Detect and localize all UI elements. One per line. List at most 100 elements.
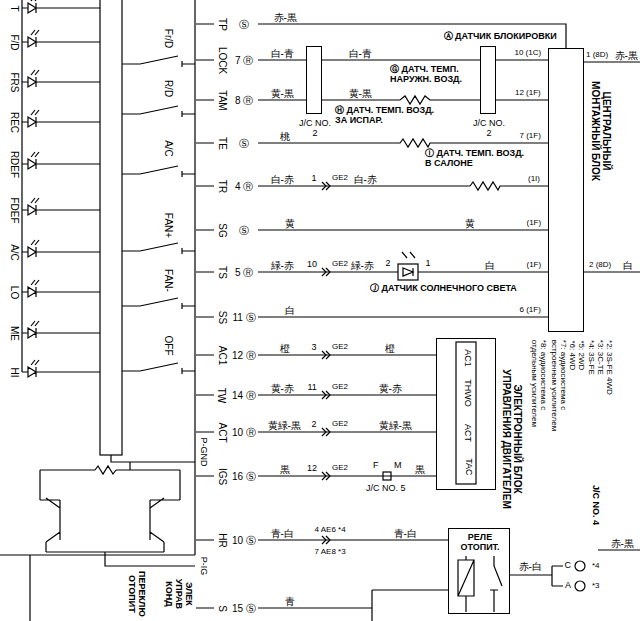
switch-label: FAN+ [163, 212, 174, 237]
wire [322, 59, 480, 60]
wire-color: 黄-黒 [349, 88, 372, 99]
pin-number: 12 Ⓡ [232, 350, 256, 361]
led-label: T [9, 5, 20, 11]
pin-stub [196, 24, 214, 608]
wire-color: 赤-黒 [611, 538, 634, 549]
sensor-label: Ⓖ ДАТЧ. ТЕМП. НАРУЖН. ВОЗД. [390, 65, 478, 85]
led-label: ME [9, 326, 20, 341]
connector-label: F [373, 461, 379, 471]
wire-color: 青 [285, 596, 295, 607]
terminal-label: 1 (8D) [586, 51, 608, 60]
pin-number: 4 Ⓡ [235, 181, 253, 192]
footnote: *7: аудиосистема с встроенным усилителем [549, 340, 567, 444]
footnote: *5: 2WD [577, 340, 586, 370]
transistor-circuit [40, 455, 195, 566]
wire [322, 96, 480, 104]
wire-color: 橙 [385, 343, 395, 354]
switch-label: A/C [162, 140, 173, 157]
pin-name: TW [216, 387, 227, 403]
pin-name: S [216, 605, 227, 612]
control-strip [100, 0, 122, 455]
wire-color: 青-白 [394, 528, 417, 539]
engine-ecu: AC1THWOACTTACЭЛЕКТРОННЫЙ БЛОК УПРАВЛЕНИЯ… [436, 338, 496, 490]
junction-connector: J/C NO. 2 [306, 46, 322, 114]
wire-color: 白 [623, 260, 633, 271]
junction-connector: J/C NO. 2 [480, 46, 496, 114]
terminal-label: 7 (1F) [520, 132, 541, 141]
sensor-label: Ⓙ ДАТЧИК СОЛНЕЧНОГО СВЕТА [370, 284, 517, 294]
pin-number: 10 [307, 260, 317, 270]
led-symbol [22, 0, 100, 377]
wire-color: 黒 [280, 464, 290, 475]
block-title: РЕЛЕ ОТОПИТ. [452, 533, 508, 553]
relay-coil [458, 556, 474, 612]
terminal-label: 12 (1F) [515, 89, 541, 98]
wire-color: 赤-白 [519, 561, 542, 572]
pin-name: SG [217, 223, 228, 237]
panel-title: ЭЛЕК УПРАВ КОНД [163, 574, 193, 614]
connector-label: GE2 [332, 343, 348, 352]
terminal-label: 10 (1C) [515, 49, 542, 58]
sensor-label: Ⓘ ДАТЧ. ТЕМП. ВОЗД. В САЛОНЕ [425, 149, 525, 169]
pin-number: 14 Ⓡ [232, 390, 256, 401]
pin-name: IGS [217, 467, 228, 484]
connector-label: C [565, 561, 572, 571]
led-label: F/D [9, 34, 20, 50]
wire-color: 白 [285, 305, 295, 316]
connector-label: GE2 [332, 420, 348, 429]
terminal-name: ACT [462, 424, 472, 442]
connector-label: 7 AE8 *3 [315, 548, 346, 557]
connector-label: GE2 [332, 383, 348, 392]
connector-label: J/C NO. 2 [297, 119, 333, 139]
pin-name: TR [217, 179, 228, 192]
junction-connector [383, 472, 391, 480]
pin-name: TP [216, 18, 227, 31]
pin-number: 7 Ⓡ [235, 55, 253, 66]
switch-label: R/D [163, 79, 174, 96]
wire-color: 黄緑-黒 [379, 420, 412, 431]
pin-name: TS [216, 266, 227, 279]
wire-color: 緑-赤 [351, 260, 374, 271]
pin-number: 2 [312, 420, 317, 430]
wire-color: 橙 [280, 343, 290, 354]
wire-color: 黄-赤 [379, 383, 402, 394]
led-label: REC [9, 111, 20, 132]
connector-label: GE2 [332, 260, 348, 269]
pin-name: AC1 [217, 345, 228, 364]
led-label: HI [9, 367, 20, 377]
pin-number: 15 Ⓢ [232, 603, 256, 614]
pin-name: LOCK [217, 46, 228, 73]
switch-label: OFF [163, 335, 174, 355]
wire [258, 24, 640, 621]
connector-label: GE2 [332, 464, 348, 473]
pin-name: HR [217, 533, 228, 547]
footnote: *2: 3S-FE 4WD [603, 340, 612, 395]
junction-block: ЦЕНТРАЛЬНЫЙ МОНТАЖНЫЙ БЛОК [548, 48, 584, 332]
led-label: RDEF [9, 150, 20, 177]
connector-label: A [565, 581, 571, 591]
block-title: ЦЕНТРАЛЬНЫЙ МОНТАЖНЫЙ БЛОК [590, 71, 612, 191]
terminal-label: (1F) [527, 219, 542, 228]
wire-color: 赤-黒 [615, 50, 638, 61]
pin-number: 3 [312, 343, 317, 353]
terminal-label: P-IG [198, 557, 208, 576]
wire-color: 赤-黒 [274, 12, 297, 23]
pin-number: Ⓢ [239, 19, 249, 30]
terminal-name: AC1 [462, 349, 472, 367]
heater-relay: РЕЛЕ ОТОПИТ. [448, 528, 510, 614]
terminal-label: 6 (1F) [520, 306, 541, 315]
pin-number: 1 [426, 259, 431, 269]
led-label: LO [9, 285, 20, 298]
connector-label: J/C NO. 5 [366, 484, 406, 494]
pin-name: ACT [217, 422, 228, 442]
switch-label: FAN- [162, 269, 173, 292]
pin-number: 2 [386, 259, 391, 269]
connector-label: 4 AE6 *4 [315, 526, 346, 535]
footnote: *3: 3C-TE [595, 340, 604, 375]
wire-color: 青-白 [271, 528, 294, 539]
terminal-label: 2 (8D) [589, 261, 611, 270]
pin-number: 5 Ⓡ [235, 267, 253, 278]
wire-color: 白-青 [349, 48, 372, 59]
connector-label: *3 [592, 582, 600, 591]
